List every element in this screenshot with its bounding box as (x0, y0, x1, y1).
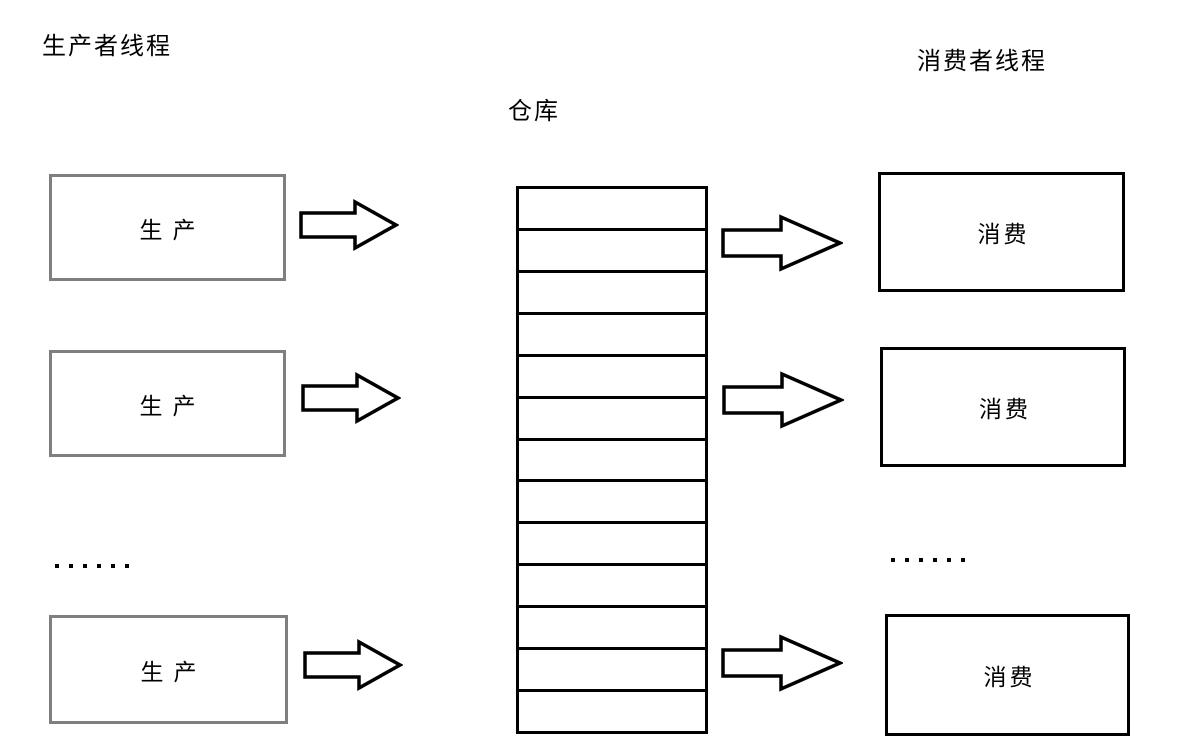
warehouse-cell (519, 521, 705, 563)
producer-box-1-label: 生产 (139, 216, 206, 243)
produce-arrow-2 (301, 372, 401, 424)
consumer-box-1-label: 消费 (977, 221, 1030, 247)
warehouse-cell (519, 189, 705, 228)
warehouse-cell (519, 605, 705, 647)
warehouse-cell (519, 563, 705, 605)
dot (961, 558, 965, 562)
dot (891, 558, 895, 562)
consumer-box-2: 消费 (880, 347, 1126, 467)
consume-arrow-3 (721, 634, 843, 692)
dot (55, 564, 59, 568)
consumer-box-2-label: 消费 (979, 396, 1031, 422)
dot (97, 564, 101, 568)
warehouse-cell (519, 311, 705, 354)
dot (125, 564, 129, 568)
dot (905, 558, 909, 562)
consumers-title: 消费者线程 (917, 48, 1047, 75)
consume-arrow-1 (721, 214, 843, 272)
warehouse-cell (519, 395, 705, 438)
produce-arrow-3 (303, 639, 403, 691)
dot (947, 558, 951, 562)
warehouse-cell (519, 227, 705, 270)
warehouse-cell (519, 269, 705, 312)
consumers-ellipsis (891, 558, 965, 562)
consumer-box-1: 消费 (878, 172, 1125, 292)
warehouse-cell (519, 437, 705, 480)
producer-box-3: 生产 (49, 615, 288, 724)
consume-arrow-2 (722, 371, 844, 429)
dot (919, 558, 923, 562)
producers-title: 生产者线程 (42, 33, 172, 60)
dot (111, 564, 115, 568)
warehouse-cell (519, 479, 705, 521)
producer-box-1: 生产 (49, 174, 286, 281)
dot (83, 564, 87, 568)
warehouse-cell (519, 353, 705, 396)
warehouse-cell (519, 689, 705, 731)
dot (933, 558, 937, 562)
producer-box-3-label: 生产 (140, 658, 207, 685)
dot (69, 564, 73, 568)
warehouse-cell (519, 647, 705, 689)
producer-box-2-label: 生产 (139, 392, 206, 419)
produce-arrow-1 (299, 199, 399, 251)
warehouse-buffer (516, 186, 708, 734)
consumer-box-3-label: 消费 (983, 664, 1036, 690)
producer-box-2: 生产 (49, 350, 286, 457)
producers-ellipsis (55, 564, 129, 568)
warehouse-title: 仓库 (508, 98, 560, 125)
consumer-box-3: 消费 (885, 614, 1130, 736)
